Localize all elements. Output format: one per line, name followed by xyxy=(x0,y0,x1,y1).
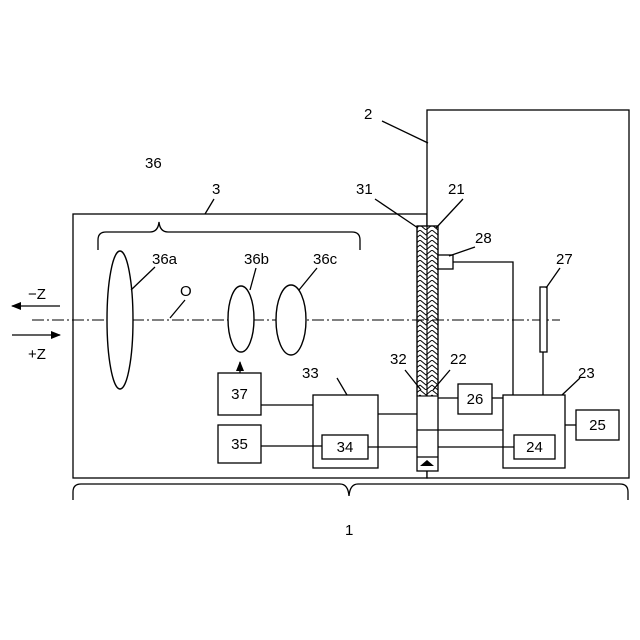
sensor-28 xyxy=(438,255,453,269)
box-34-label: 34 xyxy=(337,439,354,456)
label-36a: 36a xyxy=(152,251,178,268)
mount-hatched-right xyxy=(427,226,438,396)
lens-36b xyxy=(228,286,254,352)
box-24-label: 24 xyxy=(526,439,543,456)
label-23: 23 xyxy=(578,365,595,382)
lens-36a xyxy=(107,251,133,389)
label-27: 27 xyxy=(556,251,573,268)
mount-hatched-left xyxy=(417,226,427,396)
label-33: 33 xyxy=(302,365,319,382)
label-1: 1 xyxy=(345,522,353,539)
system-brace xyxy=(73,484,628,500)
label-36b: 36b xyxy=(244,251,269,268)
label-o: O xyxy=(180,283,192,300)
box-26-label: 26 xyxy=(467,391,484,408)
label-minus-z: −Z xyxy=(28,286,46,303)
label-28: 28 xyxy=(475,230,492,247)
label-3: 3 xyxy=(212,181,220,198)
label-31: 31 xyxy=(356,181,373,198)
element-27 xyxy=(540,287,547,352)
box-37-label: 37 xyxy=(231,386,248,403)
label-21: 21 xyxy=(448,181,465,198)
label-22: 22 xyxy=(450,351,467,368)
box-35-label: 35 xyxy=(231,436,248,453)
lens-36c xyxy=(276,285,306,355)
label-plus-z: +Z xyxy=(28,346,46,363)
label-2: 2 xyxy=(364,106,372,123)
box-25-label: 25 xyxy=(589,417,606,434)
label-36c: 36c xyxy=(313,251,338,268)
label-32: 32 xyxy=(390,351,407,368)
label-36: 36 xyxy=(145,155,162,172)
